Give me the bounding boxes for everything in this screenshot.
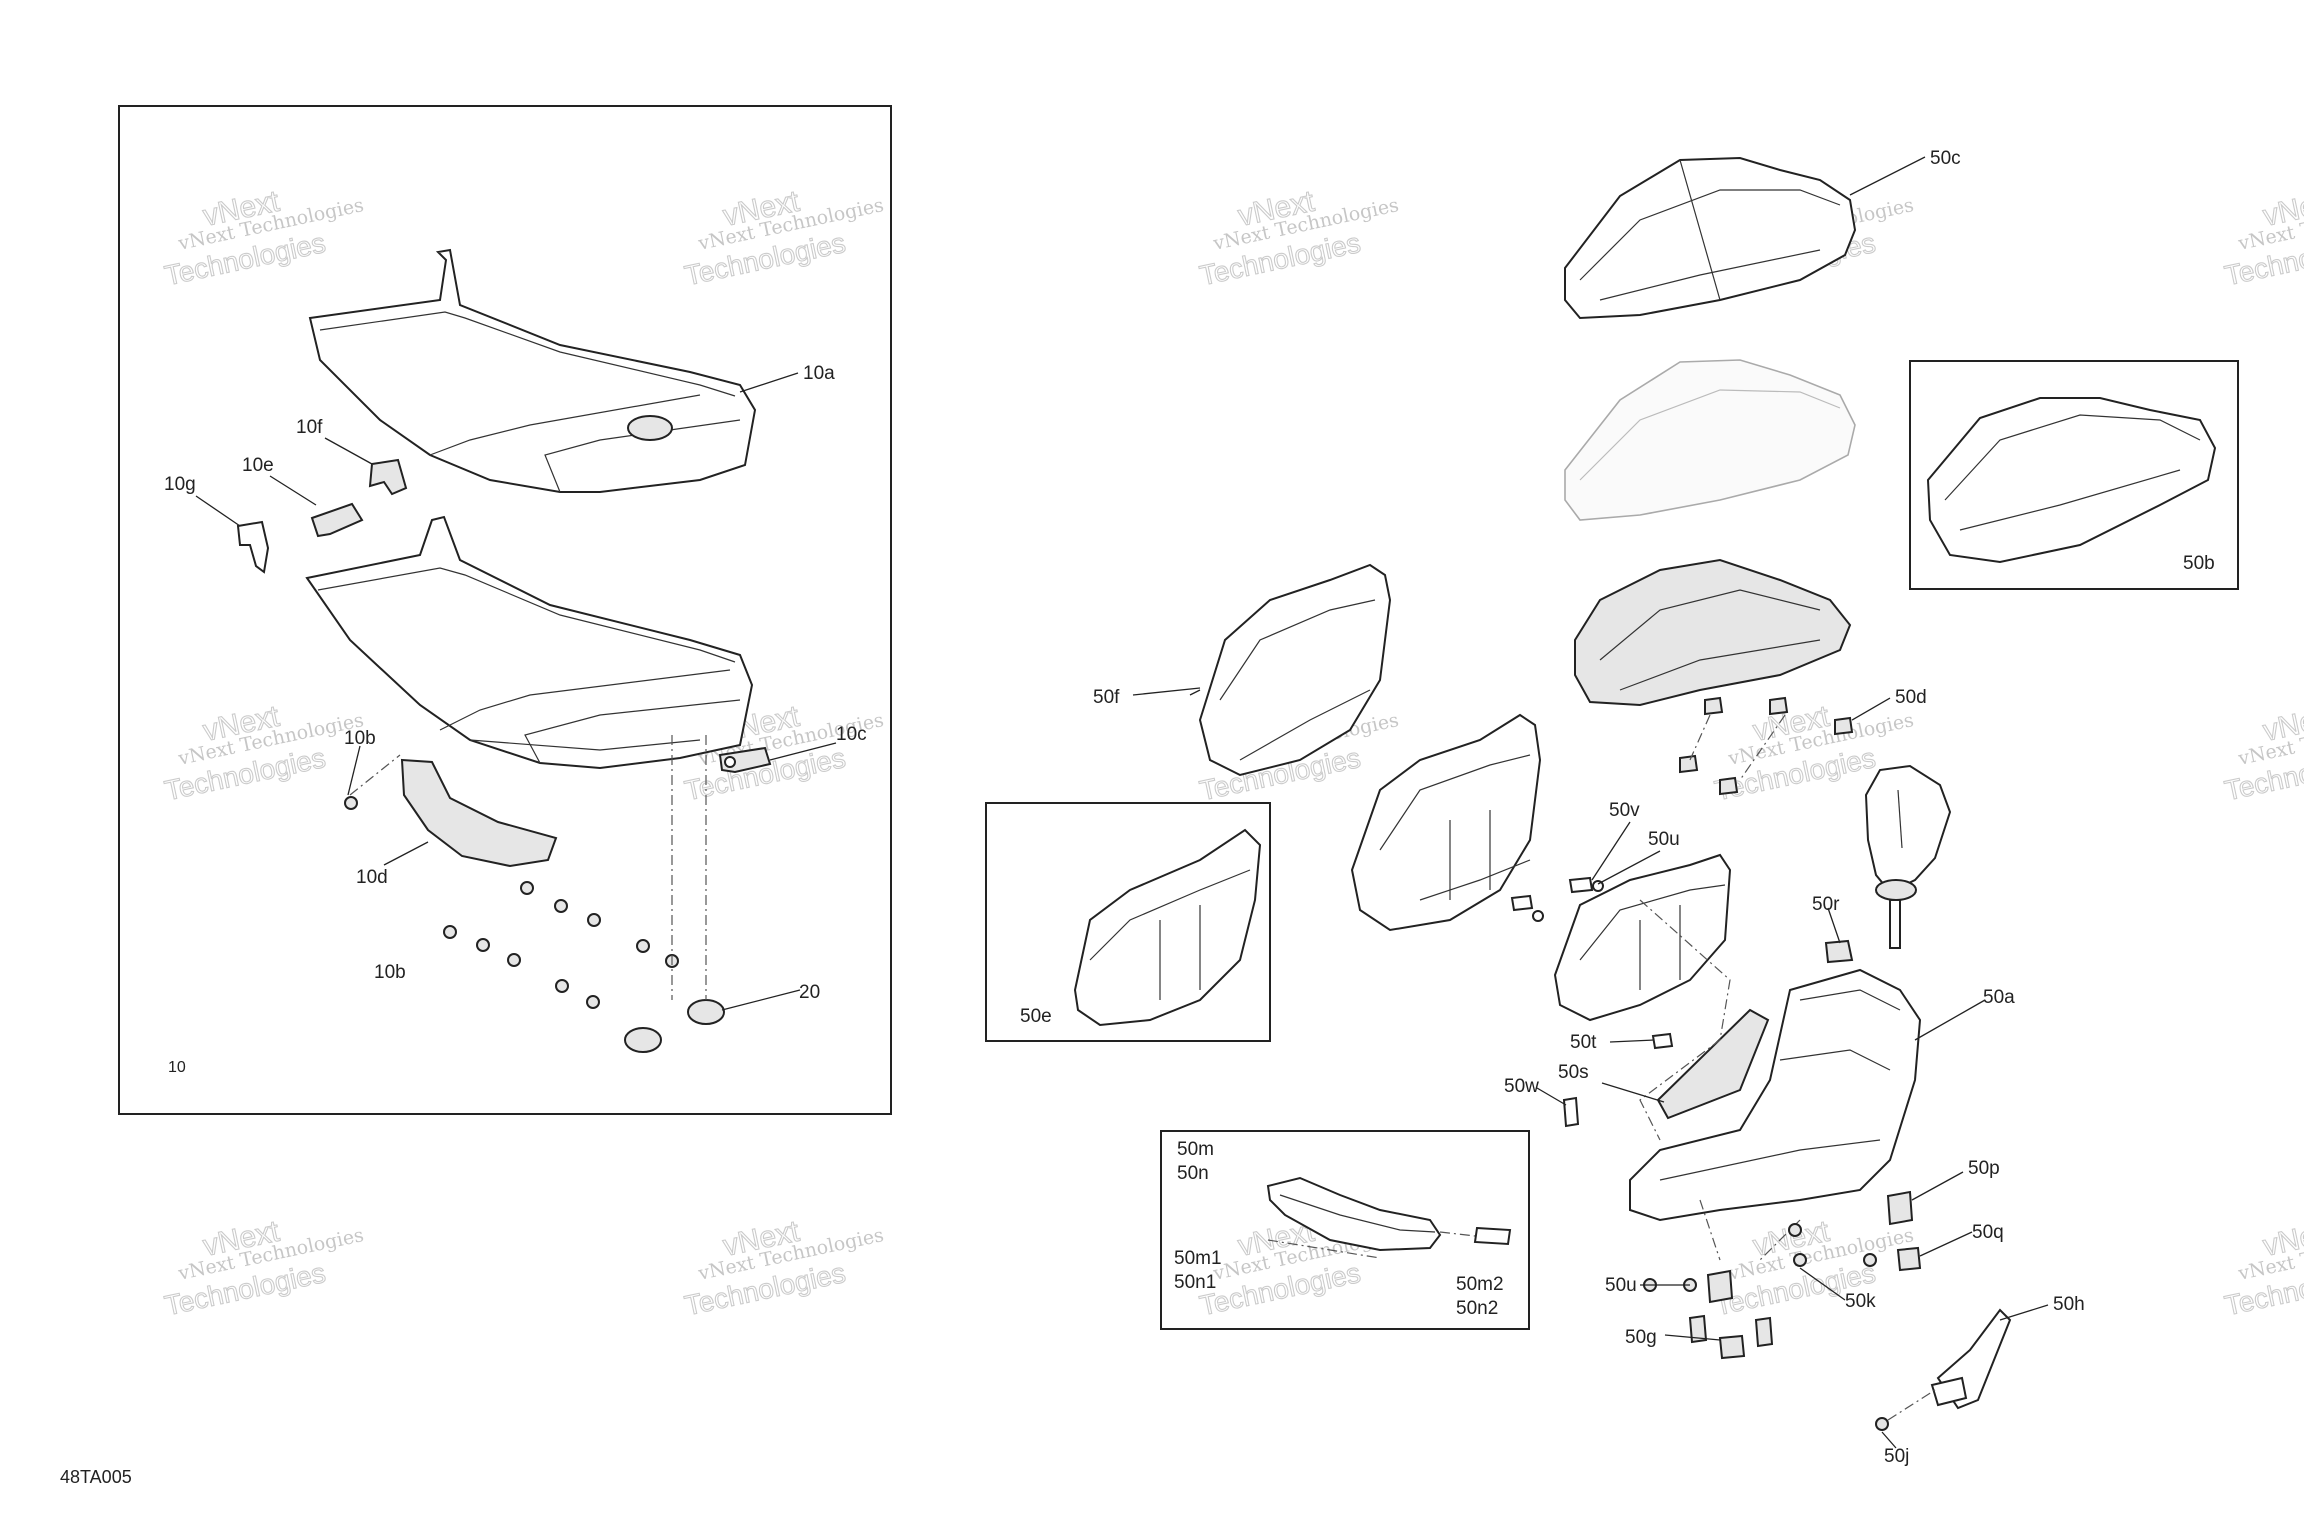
callout-50e: 50e — [1020, 1006, 1052, 1027]
watermark: vNext vNext Technologies Technologies — [161, 184, 365, 292]
callout-10d: 10d — [356, 867, 388, 888]
frame-50b — [1909, 360, 2239, 590]
seat-pan-50a — [1629, 968, 1922, 1222]
group-10-id: 10 — [168, 1059, 186, 1076]
grommet-50q — [1896, 1246, 1922, 1272]
callout-50h: 50h — [2053, 1294, 2085, 1315]
backrest-50f — [1198, 563, 1392, 777]
clip-50r — [1824, 939, 1854, 964]
seat-base-10 — [305, 515, 754, 770]
brand-logo-emblem — [627, 415, 673, 441]
watermark: vNext vNext Technologies Technologies — [681, 184, 885, 292]
watermark: vNext vNext Technologies Technologies — [2221, 184, 2304, 292]
pin-50w — [1562, 1096, 1580, 1128]
bolt-50v — [1568, 876, 1594, 894]
bumpers-10b — [344, 796, 679, 1009]
backrest-shell — [1350, 713, 1542, 932]
callout-50g: 50g — [1625, 1327, 1657, 1348]
watermark: vNext vNext Technologies Technologies — [1196, 184, 1400, 292]
callout-50q: 50q — [1972, 1222, 2004, 1243]
callout-50u-top: 50u — [1648, 829, 1680, 850]
callout-50c: 50c — [1930, 148, 1961, 169]
handle-50r — [1864, 764, 1952, 949]
watermark: vNext vNext Technologies Technologies — [161, 699, 365, 807]
seat-frame-50d — [1574, 558, 1852, 707]
callout-10f: 10f — [296, 417, 323, 438]
bolt-50v-2 — [1510, 894, 1534, 912]
callout-50f: 50f — [1093, 687, 1120, 708]
spring-clip-50p-2 — [1706, 1269, 1734, 1304]
grommet-20 — [624, 999, 725, 1053]
latch-50h — [1930, 1308, 2012, 1410]
washer-50v-2 — [1532, 910, 1544, 922]
rod-50m2 — [1473, 1226, 1512, 1246]
callout-50m2: 50m2 — [1456, 1274, 1504, 1295]
callout-10e: 10e — [242, 455, 274, 476]
callout-50r: 50r — [1812, 894, 1840, 915]
grab-handle-50m — [1266, 1176, 1442, 1252]
callout-50d: 50d — [1895, 687, 1927, 708]
callout-50k: 50k — [1845, 1291, 1876, 1312]
seat-cover-50b — [1926, 397, 2217, 564]
callout-50n1: 50n1 — [1174, 1272, 1216, 1293]
callout-50p: 50p — [1968, 1158, 2000, 1179]
callout-50s: 50s — [1558, 1062, 1589, 1083]
watermark: vNext vNext Technologies Technologies — [681, 1214, 885, 1322]
callout-10b-top: 10b — [344, 728, 376, 749]
callout-50u-bottom: 50u — [1605, 1275, 1637, 1296]
callout-50n: 50n — [1177, 1163, 1209, 1184]
callout-20: 20 — [799, 982, 820, 1003]
group-10-frame — [118, 105, 892, 1115]
clip-10f — [368, 458, 408, 496]
clip-10g — [236, 520, 270, 574]
clip-10e — [310, 502, 364, 538]
callout-10a: 10a — [803, 363, 835, 384]
callout-50w: 50w — [1504, 1076, 1539, 1097]
figure-code: 48TA005 — [60, 1467, 132, 1487]
screw-50t — [1651, 1032, 1674, 1050]
watermark: vNext vNext Technologies Technologies — [2221, 699, 2304, 807]
callout-10g: 10g — [164, 474, 196, 495]
backrest-frame-50u — [1553, 853, 1732, 1022]
backrest-50e — [1073, 828, 1262, 1027]
callout-50b: 50b — [2183, 553, 2215, 574]
callout-50m1: 50m1 — [1174, 1248, 1222, 1269]
callout-50m: 50m — [1177, 1139, 1214, 1160]
frame-50m-50n — [1160, 1130, 1530, 1330]
washer-50v — [1592, 880, 1604, 892]
callout-50a: 50a — [1983, 987, 2015, 1008]
seat-cover-10a — [308, 248, 757, 493]
cover-plate-50s — [1656, 1008, 1770, 1120]
spring-clip-50p — [1886, 1190, 1914, 1226]
callout-10b-bottom: 10b — [374, 962, 406, 983]
frame-50e — [985, 802, 1271, 1042]
callout-50v: 50v — [1609, 800, 1640, 821]
nut-50j — [1875, 1417, 1889, 1431]
callout-50j: 50j — [1884, 1446, 1909, 1467]
callout-10c: 10c — [836, 724, 867, 745]
latch-10c — [718, 746, 772, 774]
callout-50t: 50t — [1570, 1032, 1597, 1053]
seat-outline-ghost — [1564, 359, 1856, 521]
watermark: vNext vNext Technologies Technologies — [161, 1214, 365, 1322]
callout-50n2: 50n2 — [1456, 1298, 1498, 1319]
watermark: vNext vNext Technologies Technologies — [2221, 1214, 2304, 1322]
heat-shield-10d — [400, 758, 558, 868]
clips-50d — [1679, 696, 1854, 796]
seat-cover-50c — [1564, 156, 1857, 320]
hardware-cluster — [1643, 1190, 1922, 1360]
